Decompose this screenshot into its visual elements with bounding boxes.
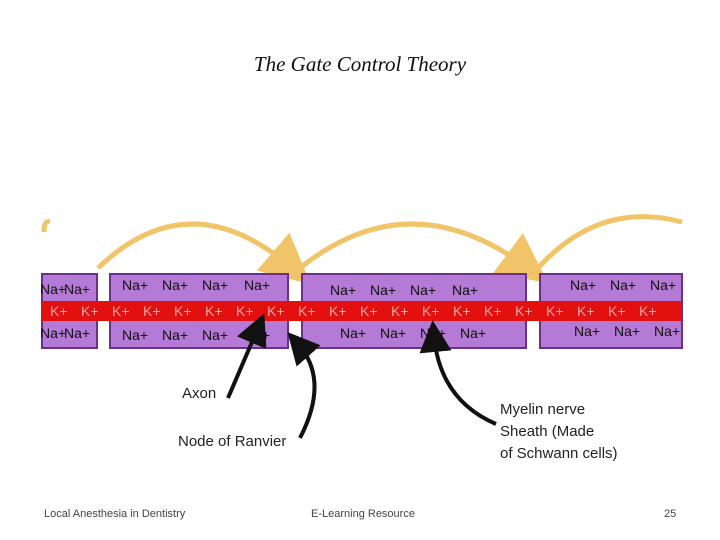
na-ion-label: Na+ [40,325,66,341]
axon-label: Axon [182,385,216,402]
axon-core [42,301,682,321]
na-ion-label: Na+ [340,325,366,341]
myelin-label-line2: Sheath (Made [500,423,594,440]
na-ion-label: Na+ [122,277,148,293]
k-ion-label: K+ [546,303,564,319]
na-ion-label: Na+ [570,277,596,293]
k-ion-label: K+ [608,303,626,319]
na-ion-label: Na+ [654,323,680,339]
k-ion-label: K+ [329,303,347,319]
ion-labels: Na+Na+Na+Na+Na+Na+Na+Na+Na+Na+Na+Na+Na+N… [40,277,680,343]
na-ion-label: Na+ [122,327,148,343]
k-ion-label: K+ [267,303,285,319]
k-ion-label: K+ [639,303,657,319]
myelin-label-line3: of Schwann cells) [500,445,618,462]
k-ion-label: K+ [236,303,254,319]
page-number: 25 [664,508,677,520]
k-ion-label: K+ [81,303,99,319]
k-ion-label: K+ [360,303,378,319]
conduction-arcs [41,214,683,285]
k-ion-label: K+ [422,303,440,319]
na-ion-label: Na+ [460,325,486,341]
na-ion-label: Na+ [40,281,66,297]
na-ion-label: Na+ [244,277,270,293]
myelin-label-line1: Myelin nerve [500,401,585,418]
node-arrow [287,332,321,439]
na-ion-label: Na+ [410,282,436,298]
footer-resource: E-Learning Resource [311,508,415,520]
na-ion-label: Na+ [610,277,636,293]
pointer-arrows [226,313,497,439]
k-ion-label: K+ [515,303,533,319]
k-ion-label: K+ [391,303,409,319]
na-ion-label: Na+ [202,277,228,293]
k-ion-label: K+ [143,303,161,319]
na-ion-label: Na+ [64,325,90,341]
k-ion-label: K+ [298,303,316,319]
na-ion-label: Na+ [162,327,188,343]
k-ion-label: K+ [577,303,595,319]
na-ion-label: Na+ [202,327,228,343]
conduction-arc [96,221,311,285]
na-ion-label: Na+ [162,277,188,293]
node-of-ranvier-label: Node of Ranvier [178,433,286,450]
k-ion-label: K+ [453,303,471,319]
conduction-arc [41,219,51,233]
k-ion-label: K+ [112,303,130,319]
axon-arrow [226,313,267,399]
na-ion-label: Na+ [614,323,640,339]
na-ion-label: Na+ [380,325,406,341]
footer-course-title: Local Anesthesia in Dentistry [44,508,186,520]
k-ion-label: K+ [174,303,192,319]
k-ion-label: K+ [484,303,502,319]
na-ion-label: Na+ [370,282,396,298]
na-ion-label: Na+ [330,282,356,298]
na-ion-label: Na+ [574,323,600,339]
na-ion-label: Na+ [452,282,478,298]
conduction-arc [298,221,549,283]
na-ion-label: Na+ [64,281,90,297]
myelin-arrow [419,320,497,426]
na-ion-label: Na+ [650,277,676,293]
conduction-arc [536,214,683,270]
slide-title: The Gate Control Theory [253,52,467,76]
k-ion-label: K+ [205,303,223,319]
k-ion-label: K+ [50,303,68,319]
